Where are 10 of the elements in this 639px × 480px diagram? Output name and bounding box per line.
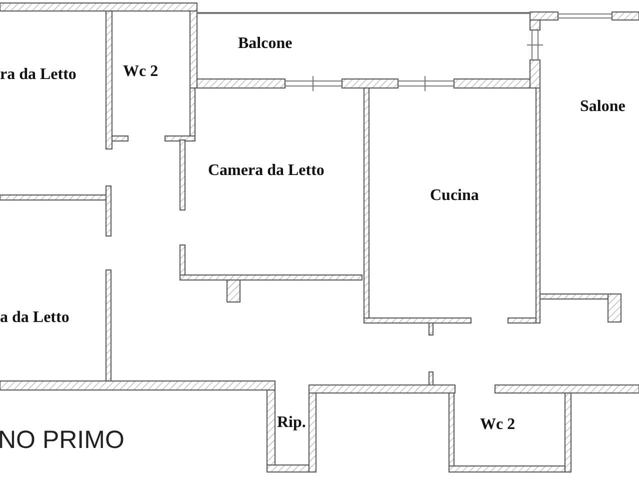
room-label: Rip. — [277, 413, 306, 433]
room-label: Camera da Letto — [208, 161, 324, 181]
room-label: Cucina — [430, 186, 479, 206]
floor-title: NO PRIMO — [0, 425, 124, 455]
room-label: Wc 2 — [480, 415, 516, 435]
room-label: a da Letto — [0, 308, 70, 328]
room-label: Salone — [580, 97, 626, 117]
room-label: Wc 2 — [123, 62, 158, 82]
room-label: ra da Letto — [0, 65, 76, 85]
room-label: Balcone — [238, 34, 292, 54]
